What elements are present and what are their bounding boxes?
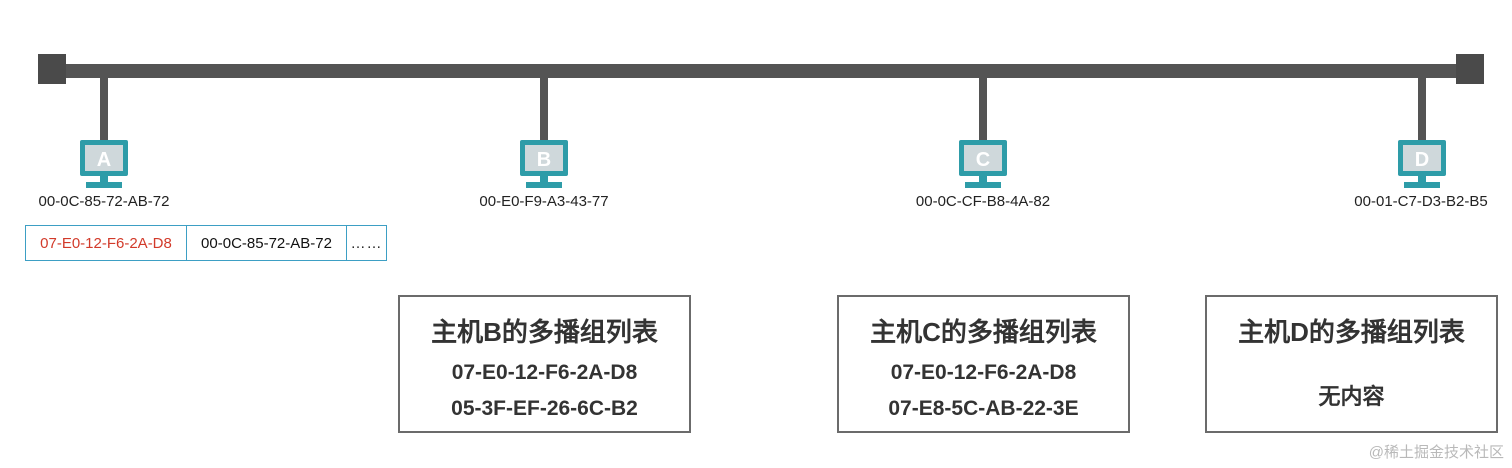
multicast-frame: 07-E0-12-F6-2A-D8 00-0C-85-72-AB-72 …… bbox=[25, 225, 387, 261]
group-list-c: 主机C的多播组列表 07-E0-12-F6-2A-D8 07-E8-5C-AB-… bbox=[837, 295, 1130, 433]
host-d: D bbox=[1398, 140, 1446, 190]
bus-terminator-right bbox=[1456, 54, 1484, 84]
host-letter: D bbox=[1415, 149, 1429, 171]
group-list-entry: 07-E0-12-F6-2A-D8 bbox=[451, 361, 638, 384]
frame-more: …… bbox=[346, 226, 386, 260]
computer-icon: A bbox=[80, 140, 128, 188]
computer-icon: D bbox=[1398, 140, 1446, 188]
frame-src-mac: 00-0C-85-72-AB-72 bbox=[186, 226, 346, 260]
host-a-mac: 00-0C-85-72-AB-72 bbox=[38, 193, 170, 210]
frame-dest-mac: 07-E0-12-F6-2A-D8 bbox=[40, 234, 172, 252]
computer-icon: C bbox=[959, 140, 1007, 188]
host-c: C bbox=[959, 140, 1007, 190]
host-a: A bbox=[80, 140, 128, 190]
group-list-entry: 05-3F-EF-26-6C-B2 bbox=[451, 397, 638, 420]
group-list-title: 主机C的多播组列表 bbox=[870, 317, 1097, 347]
drop-cable-a bbox=[100, 76, 108, 140]
group-list-entry: 07-E8-5C-AB-22-3E bbox=[888, 397, 1079, 420]
group-list-d: 主机D的多播组列表 无内容 bbox=[1205, 295, 1498, 433]
group-list-entry: 07-E0-12-F6-2A-D8 bbox=[890, 361, 1077, 384]
host-letter: C bbox=[976, 149, 990, 171]
host-letter: B bbox=[537, 149, 551, 171]
group-list-title: 主机D的多播组列表 bbox=[1238, 317, 1465, 347]
host-d-mac: 00-01-C7-D3-B2-B5 bbox=[1354, 193, 1488, 210]
group-list-title: 主机B的多播组列表 bbox=[431, 317, 658, 347]
bus-terminator-left bbox=[38, 54, 66, 84]
host-letter: A bbox=[97, 149, 111, 171]
network-bus bbox=[38, 64, 1484, 78]
drop-cable-d bbox=[1418, 76, 1426, 140]
drop-cable-c bbox=[979, 76, 987, 140]
group-list-b: 主机B的多播组列表 07-E0-12-F6-2A-D8 05-3F-EF-26-… bbox=[398, 295, 691, 433]
drop-cable-b bbox=[540, 76, 548, 140]
host-c-mac: 00-0C-CF-B8-4A-82 bbox=[915, 193, 1051, 210]
watermark: @稀土掘金技术社区 bbox=[1368, 444, 1504, 461]
group-list-empty: 无内容 bbox=[1318, 384, 1385, 409]
host-b: B bbox=[520, 140, 568, 190]
host-b-mac: 00-E0-F9-A3-43-77 bbox=[479, 193, 609, 210]
computer-icon: B bbox=[520, 140, 568, 188]
